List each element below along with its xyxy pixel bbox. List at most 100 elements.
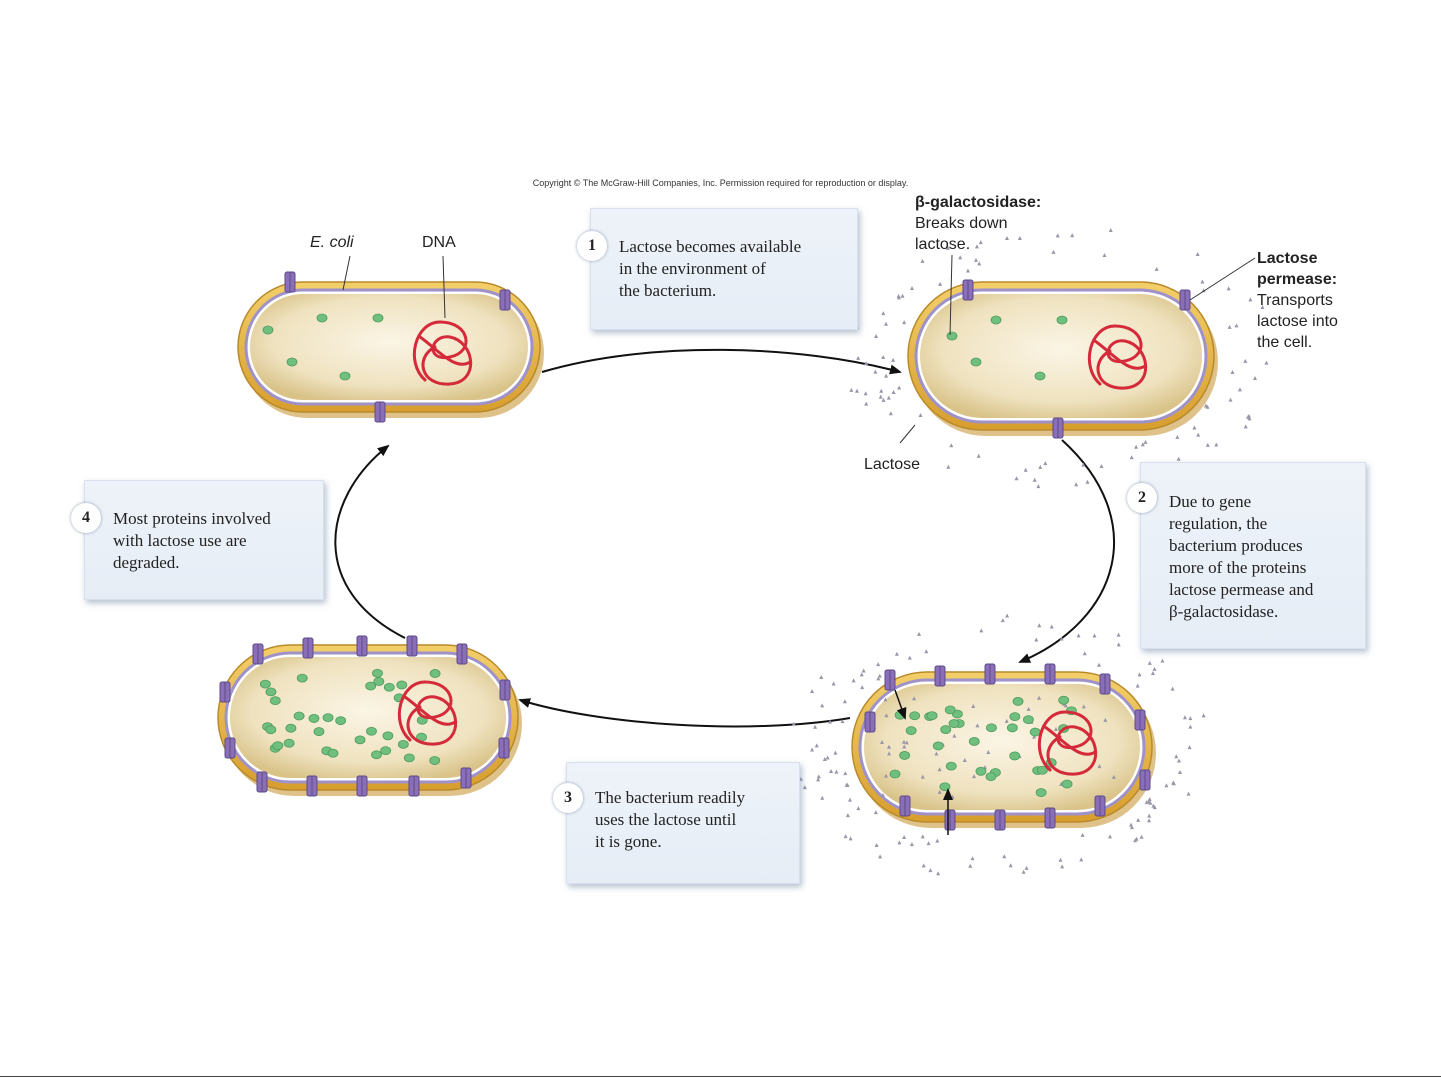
beta-galactosidase-icon <box>265 687 277 697</box>
lactose-molecule-icon <box>1036 484 1041 489</box>
lactose-molecule-icon <box>860 685 865 690</box>
lactose-molecule-icon <box>847 797 852 802</box>
lactose-molecule-icon <box>1002 854 1007 859</box>
lactose-molecule-icon <box>1023 467 1028 472</box>
lactose-molecule-icon <box>1247 416 1252 421</box>
lactose-molecule-icon <box>1182 715 1187 720</box>
beta-galactosidase-icon <box>940 725 952 734</box>
lactose-molecule-icon <box>1188 716 1193 721</box>
lactose-molecule-icon <box>896 293 901 298</box>
lactose-molecule-icon <box>844 782 849 787</box>
lactose-molecule-icon <box>946 464 951 469</box>
lactose-molecule-icon <box>1005 613 1010 618</box>
lactose-molecule-icon <box>1081 704 1086 709</box>
lactose-molecule-icon <box>884 773 889 778</box>
lactose-molecule-icon <box>820 795 825 800</box>
lactose-molecule-icon <box>968 863 973 868</box>
beta-galactosidase-icon <box>429 669 441 678</box>
lactose-molecule-icon <box>814 743 819 748</box>
lactose-molecule-icon <box>1195 252 1200 257</box>
lactose-molecule-icon <box>810 689 815 694</box>
lactose-molecule-icon <box>849 387 854 392</box>
beta-galactosidase-icon <box>373 677 385 686</box>
lactose-molecule-icon <box>1070 233 1075 238</box>
beta-galactosidase-icon <box>932 741 944 751</box>
lactose-molecule-icon <box>1026 706 1031 711</box>
lactose-molecule-icon <box>816 777 821 782</box>
lactose-molecule-icon <box>816 774 821 779</box>
permease-title-1: Lactose <box>1257 250 1318 267</box>
lactose-molecule-icon <box>891 357 896 362</box>
lactose-molecule-icon <box>1074 482 1079 487</box>
lactose-molecule-icon <box>1134 836 1139 841</box>
beta-galactosidase-icon <box>945 761 957 771</box>
lactose-molecule-icon <box>828 719 833 724</box>
beta-galactosidase-icon <box>1035 788 1047 797</box>
lactose-molecule-icon <box>1134 444 1139 449</box>
lactose-molecule-icon <box>900 293 905 298</box>
beta-galactosidase-icon <box>371 750 382 760</box>
dna-label: DNA <box>422 234 456 251</box>
permease-pointer <box>1189 257 1256 301</box>
lactose-molecule-icon <box>851 678 856 683</box>
lactose-molecule-icon <box>1005 235 1010 240</box>
lactose-molecule-icon <box>880 792 885 797</box>
lactose-molecule-icon <box>897 385 902 390</box>
lactose-molecule-icon <box>813 724 818 729</box>
lactose-molecule-icon <box>1227 324 1232 329</box>
lactose-molecule-icon <box>920 258 925 263</box>
step-4-box: 4 Most proteins involved with lactose us… <box>71 480 324 600</box>
beta-galactosidase-icon <box>265 725 277 735</box>
lactose-molecule-icon <box>1082 651 1087 656</box>
lactose-molecule-icon <box>962 758 967 763</box>
beta-galactosidase-icon <box>313 727 325 736</box>
cell-initial <box>237 271 544 423</box>
lactose-molecule-icon <box>1129 455 1134 460</box>
lactose-molecule-icon <box>1260 304 1265 309</box>
permease-label: Lactose permease: Transports lactose int… <box>1257 248 1338 353</box>
lactose-molecule-icon <box>1140 442 1145 447</box>
beta-galactosidase-icon <box>1012 696 1024 706</box>
beta-galactosidase-icon <box>1006 723 1018 733</box>
lactose-molecule-icon <box>1154 266 1159 271</box>
beta-galactosidase-icon <box>382 731 394 741</box>
step-2-line-6: β-galactosidase. <box>1169 602 1279 621</box>
lactose-molecule-icon <box>1081 462 1086 467</box>
step-3-text: The bacterium readily uses the lactose u… <box>595 787 745 853</box>
lactose-molecule-icon <box>1000 618 1005 623</box>
lactose-molecule-icon <box>1055 233 1060 238</box>
step-3-line-3: it is gone. <box>595 832 662 851</box>
lactose-molecule-icon <box>971 704 976 709</box>
lactose-molecule-icon <box>917 631 922 636</box>
beta-galactosidase-icon <box>396 680 408 690</box>
lactose-molecule-icon <box>1201 713 1206 718</box>
lactose-molecule-icon <box>1116 642 1121 647</box>
beta-galactosidase-icon <box>990 315 1002 325</box>
step-3-line-1: The bacterium readily <box>595 788 746 807</box>
lactose-molecule-icon <box>1004 718 1009 723</box>
lactose-molecule-icon <box>902 320 907 325</box>
lactose-molecule-icon <box>1170 686 1175 691</box>
step-2-number: 2 <box>1127 483 1157 513</box>
lactose-molecule-icon <box>1014 476 1019 481</box>
lactose-molecule-icon <box>1049 624 1054 629</box>
lactose-molecule-icon <box>1108 228 1113 233</box>
bottom-rule <box>0 1076 1441 1082</box>
lactose-molecule-icon <box>1111 774 1116 779</box>
step-1-number: 1 <box>577 231 607 261</box>
lactose-molecule-icon <box>1032 477 1037 482</box>
bgal-title: β-galactosidase: <box>915 194 1042 211</box>
lactose-molecule-icon <box>938 281 943 286</box>
lactose-molecule-icon <box>1097 662 1102 667</box>
ecoli-label: E. coli <box>310 234 354 251</box>
lactose-molecule-icon <box>1139 834 1144 839</box>
lactose-molecule-icon <box>845 813 850 818</box>
lactose-molecule-icon <box>952 733 957 738</box>
lactose-molecule-icon <box>1246 413 1251 418</box>
lactose-molecule-icon <box>1160 658 1165 663</box>
lactose-molecule-icon <box>1226 286 1231 291</box>
lactose-molecule-icon <box>831 681 836 686</box>
cell-degrading <box>217 635 522 797</box>
lactose-molecule-icon <box>829 768 834 773</box>
